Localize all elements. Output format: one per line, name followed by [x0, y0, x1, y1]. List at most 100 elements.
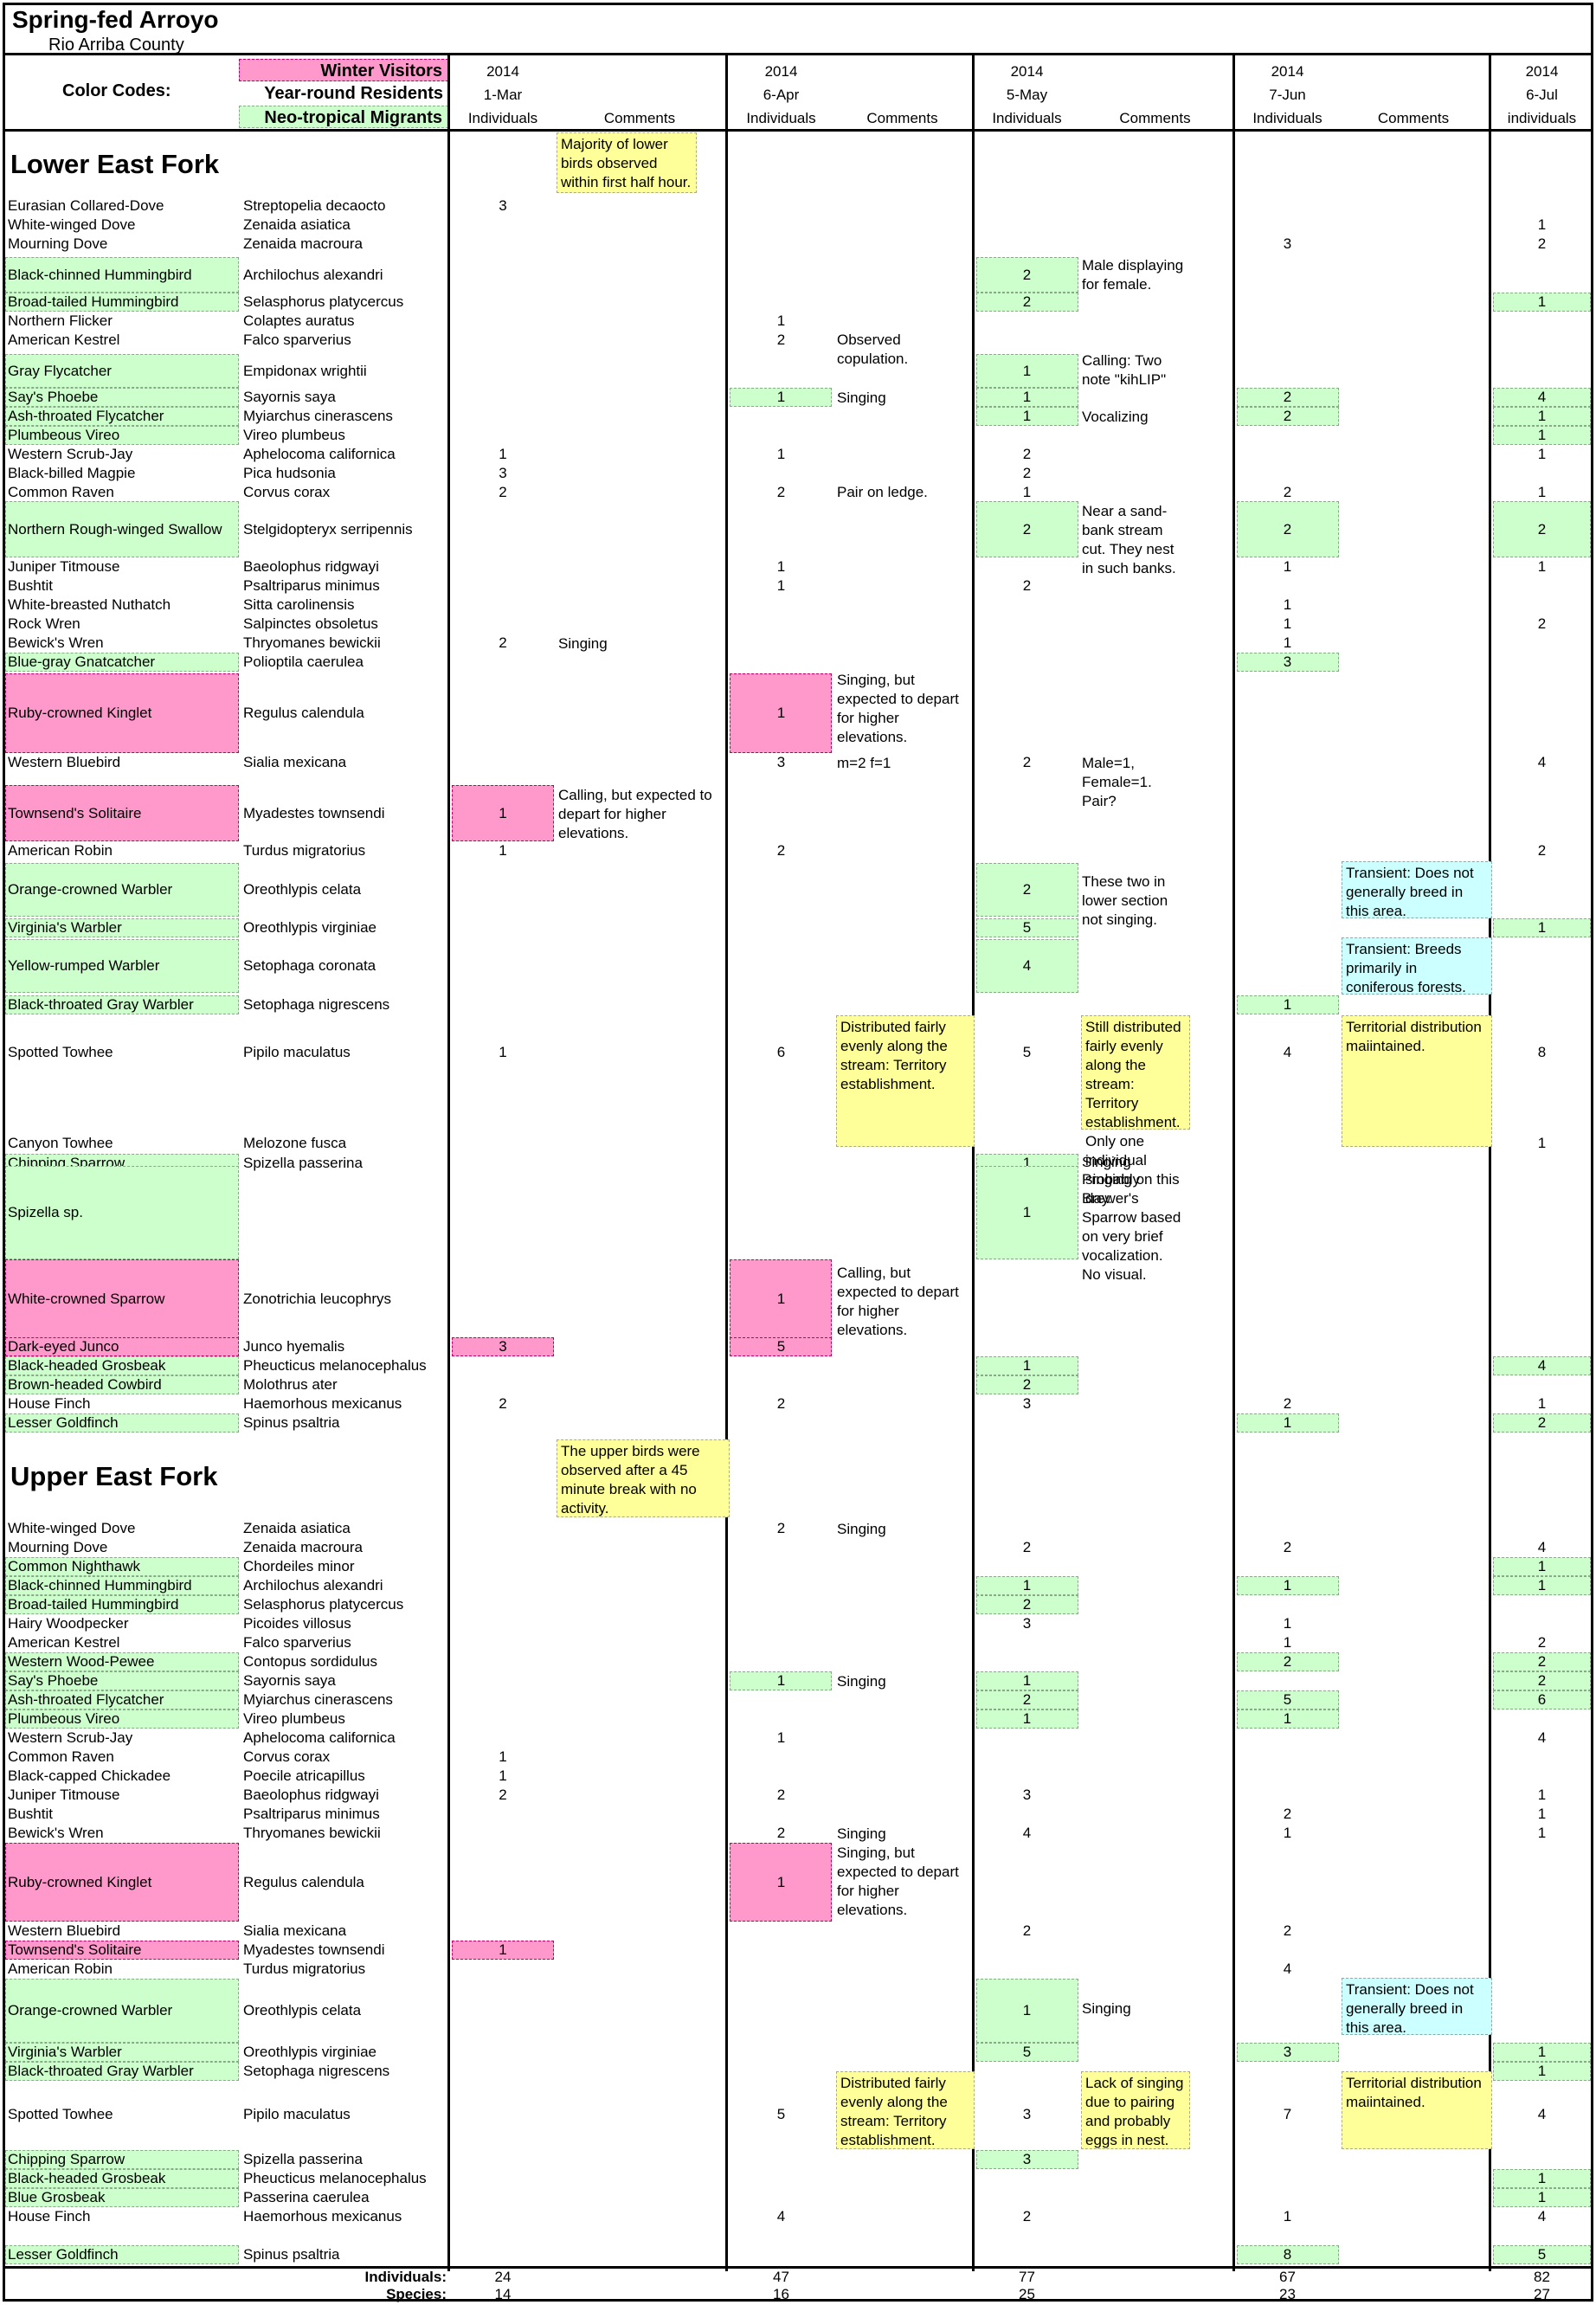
totals-rule [3, 2266, 1593, 2269]
individual-count: 1 [1537, 1787, 1547, 1803]
species-common-name: Ruby-crowned Kinglet [8, 705, 152, 721]
count-status-fill [1493, 293, 1591, 312]
species-status-fill [5, 1259, 239, 1339]
species-common-name: Black-throated Gray Warbler [8, 2063, 194, 2079]
individual-count: 5 [1283, 1691, 1292, 1708]
survey-comment: Singing [837, 390, 886, 406]
species-scientific-name: Baeolophus ridgwayi [243, 1787, 379, 1803]
count-status-fill [1237, 653, 1339, 672]
species-scientific-name: Setophaga nigrescens [243, 996, 390, 1013]
section-title-upper-east-fork: Upper East Fork [10, 1461, 218, 1491]
individual-count: 1 [499, 1767, 507, 1784]
total-species-label: Species: [386, 2286, 447, 2302]
comments-column-header: Comments [603, 110, 676, 126]
count-status-fill [976, 354, 1078, 388]
individual-count: 2 [1022, 465, 1032, 481]
individual-count: 1 [1537, 1806, 1547, 1822]
species-scientific-name: Haemorhous mexicanus [243, 1395, 402, 1412]
individual-count: 1 [1283, 558, 1292, 575]
count-status-fill [730, 1337, 832, 1356]
header-top-rule [3, 53, 1593, 55]
individual-count: 1 [1283, 634, 1292, 651]
individual-count: 2 [1022, 2208, 1032, 2225]
individual-count: 2 [1283, 1395, 1292, 1412]
individual-count: 3 [776, 754, 786, 770]
individuals-column-header: Individuals [746, 110, 816, 126]
species-scientific-name: Vireo plumbeus [243, 427, 345, 443]
species-common-name: Chipping Sparrow [8, 2151, 125, 2167]
count-status-fill [1237, 388, 1339, 407]
individual-count: 1 [1022, 389, 1032, 405]
individual-count: 3 [1283, 235, 1292, 252]
species-status-fill [5, 257, 239, 293]
species-common-name: Say's Phoebe [8, 389, 99, 405]
species-scientific-name: Pica hudsonia [243, 465, 336, 481]
individual-count: 4 [1283, 1044, 1292, 1060]
count-status-fill [1493, 2062, 1591, 2081]
species-common-name: Juniper Titmouse [8, 1787, 120, 1803]
survey-date: 6-Jul [1526, 87, 1558, 103]
count-status-fill [1493, 1413, 1591, 1433]
species-scientific-name: Sayornis saya [243, 389, 336, 405]
species-status-fill [5, 785, 239, 841]
survey-date: 1-Mar [483, 87, 523, 103]
individual-count: 2 [1022, 1539, 1032, 1555]
individual-count: 1 [1022, 363, 1032, 379]
species-scientific-name: Streptopelia decaocto [243, 197, 386, 214]
species-scientific-name: Psaltriparus minimus [243, 577, 380, 594]
species-scientific-name: Spizella passerina [243, 2151, 363, 2167]
count-status-fill [1493, 918, 1591, 937]
individual-count: 3 [499, 197, 507, 214]
survey-comment: Transient: Does not generally breed in t… [1342, 1978, 1492, 2036]
total-species-value: 25 [1019, 2286, 1035, 2302]
species-scientific-name: Melozone fusca [243, 1135, 347, 1151]
survey-year: 2014 [1010, 63, 1044, 80]
individual-count: 1 [1283, 1634, 1292, 1651]
individual-count: 2 [1283, 1539, 1292, 1555]
species-common-name: Lesser Goldfinch [8, 2246, 119, 2263]
species-common-name: American Kestrel [8, 1634, 120, 1651]
count-status-fill [976, 1709, 1078, 1729]
species-scientific-name: Setophaga nigrescens [243, 2063, 390, 2079]
individual-count: 2 [1283, 1806, 1292, 1822]
individual-count: 4 [1537, 389, 1547, 405]
individual-count: 8 [1537, 1044, 1547, 1060]
species-common-name: White-winged Dove [8, 1520, 136, 1536]
count-status-fill [1493, 2043, 1591, 2062]
individual-count: 2 [1022, 446, 1032, 462]
total-individuals-value: 24 [494, 2269, 512, 2285]
species-scientific-name: Haemorhous mexicanus [243, 2208, 402, 2225]
column-divider [1232, 55, 1235, 2271]
individual-count: 4 [1283, 1961, 1292, 1977]
individual-count: 5 [776, 2106, 786, 2122]
survey-date: 7-Jun [1269, 87, 1306, 103]
individual-count: 1 [1283, 1414, 1292, 1431]
survey-comment: Singing [837, 1825, 886, 1842]
species-common-name: Virginia's Warbler [8, 919, 122, 936]
species-common-name: Black-billed Magpie [8, 465, 136, 481]
count-status-fill [1493, 1576, 1591, 1595]
count-status-fill [452, 785, 554, 841]
count-status-fill [1237, 1413, 1339, 1433]
species-scientific-name: Stelgidopteryx serripennis [243, 521, 413, 538]
species-scientific-name: Corvus corax [243, 484, 331, 500]
count-status-fill [976, 293, 1078, 312]
species-scientific-name: Spinus psaltria [243, 1414, 340, 1431]
species-common-name: Northern Flicker [8, 312, 113, 329]
survey-year: 2014 [1525, 63, 1559, 80]
individual-count: 1 [776, 577, 786, 594]
individual-count: 3 [499, 465, 507, 481]
individual-count: 2 [499, 634, 507, 651]
survey-comment: The upper birds were observed after a 45… [557, 1439, 730, 1517]
individual-count: 2 [1537, 842, 1547, 859]
species-status-fill [5, 388, 239, 407]
individual-count: 1 [1537, 1135, 1547, 1151]
legend-neotropical-migrants: Neo-tropical Migrants [239, 106, 448, 128]
individual-count: 1 [776, 446, 786, 462]
species-scientific-name: Turdus migratorius [243, 842, 366, 859]
individual-count: 1 [776, 558, 786, 575]
survey-comment: Male=1, Female=1. Pair? [1082, 755, 1152, 809]
species-common-name: Western Scrub-Jay [8, 446, 133, 462]
individual-count: 1 [776, 1874, 786, 1890]
individual-count: 3 [1022, 1787, 1032, 1803]
